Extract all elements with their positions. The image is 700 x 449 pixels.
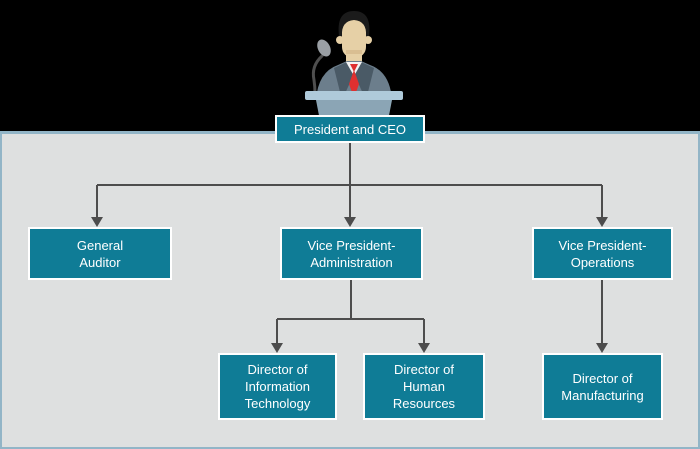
node-label-line: President and CEO bbox=[293, 121, 406, 137]
org-node-general-auditor: General Auditor bbox=[28, 227, 172, 280]
node-label-line: Information bbox=[244, 379, 311, 394]
microphone-icon bbox=[311, 39, 331, 95]
node-label-line: Operations bbox=[570, 254, 635, 270]
org-node-director-of-information-technology: Director of Information Technology bbox=[218, 353, 337, 420]
node-label-line: Resources bbox=[392, 396, 456, 411]
node-label-line: Human bbox=[403, 379, 445, 394]
node-label-line: Manufacturing bbox=[561, 387, 644, 403]
org-node-vice-president-operations: Vice President- Operations bbox=[532, 227, 673, 280]
person-head bbox=[336, 11, 372, 66]
node-label-line: Vice President- bbox=[558, 237, 647, 253]
node-label-line: Director of bbox=[247, 362, 308, 377]
org-node-president-and-ceo: President and CEO bbox=[275, 115, 425, 143]
org-node-director-of-manufacturing: Director of Manufacturing bbox=[542, 353, 663, 420]
node-label-line: Auditor bbox=[79, 254, 121, 270]
org-node-director-of-human-resources: Director of Human Resources bbox=[363, 353, 485, 420]
node-label-line: General bbox=[76, 237, 124, 253]
org-node-vice-president-administration: Vice President- Administration bbox=[280, 227, 423, 280]
speaker-at-podium-illustration bbox=[305, 11, 403, 131]
node-label-line: Director of bbox=[572, 370, 633, 386]
node-label-line: Vice President- bbox=[307, 237, 396, 253]
node-label-line: Administration bbox=[310, 254, 393, 270]
node-label-line: Technology bbox=[244, 396, 311, 411]
node-label-line: Director of bbox=[394, 362, 454, 377]
